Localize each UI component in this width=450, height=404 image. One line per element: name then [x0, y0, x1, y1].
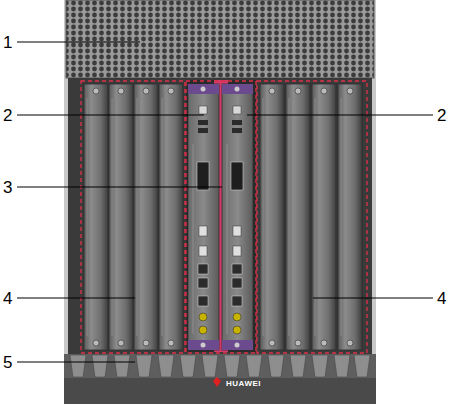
callout-number: 1 — [3, 34, 12, 51]
brand-logo: HUAWEI — [226, 380, 261, 388]
highlight-box — [186, 81, 256, 353]
callout-number: 4 — [437, 290, 446, 307]
highlight-box — [257, 81, 367, 353]
callout-number: 2 — [3, 107, 12, 124]
callout-number: 4 — [3, 290, 12, 307]
leader-lines — [17, 42, 433, 362]
callout-number: 5 — [3, 354, 12, 371]
fan-grille — [66, 0, 374, 78]
card-area — [68, 78, 372, 354]
callout-number: 3 — [3, 179, 12, 196]
highlight-box — [81, 81, 185, 353]
callout-number: 2 — [437, 107, 446, 124]
chassis-frame — [64, 0, 376, 404]
